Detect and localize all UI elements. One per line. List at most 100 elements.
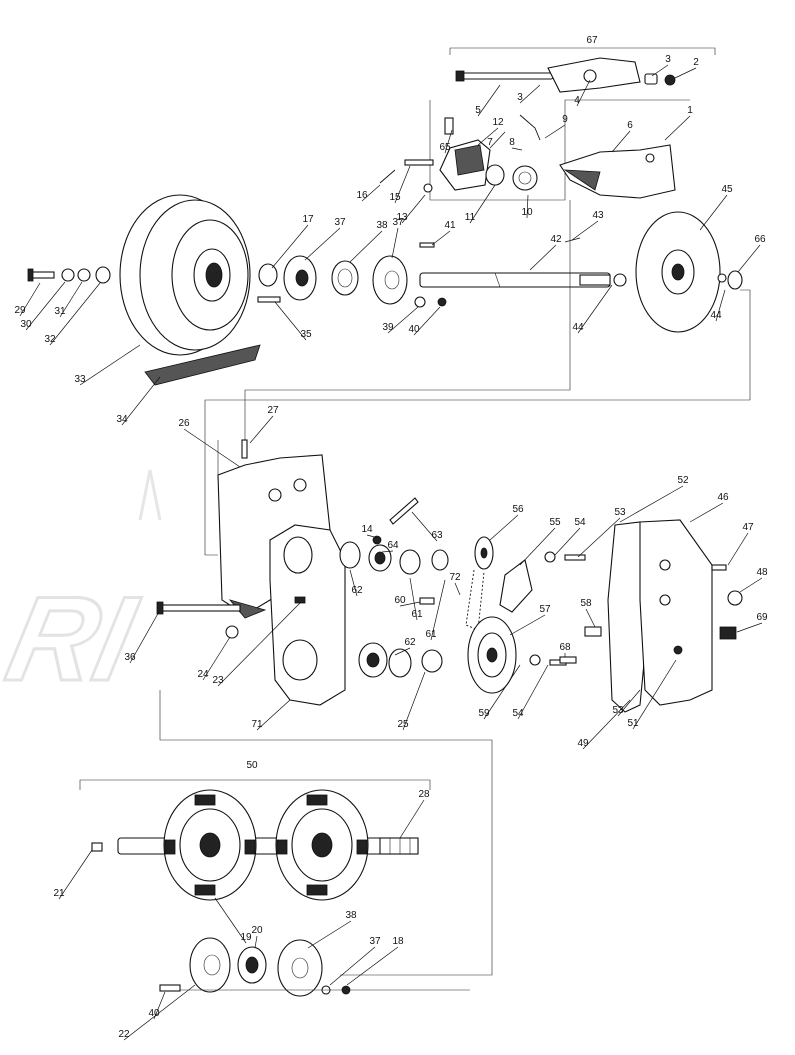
nut-14 [372,535,382,545]
brake-disc-45 [635,211,721,333]
callout-53: 53 [612,705,624,716]
flange-37c [189,937,231,993]
callout-58: 58 [580,598,592,609]
callout-leader [576,79,591,107]
callout-42: 42 [550,234,562,245]
callout-leader [274,301,307,341]
callout-64: 64 [387,540,399,551]
callout-47: 47 [742,522,754,533]
fitting-19 [91,842,103,852]
callout-leader [477,127,499,146]
callout-leader [582,699,631,750]
callout-65: 65 [439,142,451,153]
callout-45: 45 [721,184,733,195]
clutch-sheave-33 [119,194,251,356]
callout-leader [736,622,763,633]
callout-21: 21 [53,888,65,899]
callout-11: 11 [465,212,476,223]
callout-51: 51 [627,718,639,729]
callout-leader [249,415,274,444]
callout-30: 30 [20,319,32,330]
callout-16: 16 [356,190,368,201]
chaincase-25 [269,524,346,706]
bolt-63 [389,497,419,525]
callout-leader [674,67,697,79]
pin-15 [404,159,434,166]
bolt-53a [564,554,586,561]
callout-leader [430,579,446,641]
bolt-29 [27,268,55,282]
callout-leader [454,582,461,596]
bolt-5 [455,70,554,82]
callout-53: 53 [614,507,626,518]
callout-3: 3 [665,54,671,65]
callout-24: 24 [197,669,209,680]
callout-leader [509,614,546,636]
callout-leader [271,224,309,269]
callout-32: 32 [44,334,56,345]
callout-14: 14 [361,524,373,535]
callout-leader [544,124,566,139]
callout-34: 34 [116,414,128,425]
callout-leader [402,671,426,731]
callout-68: 68 [559,642,571,653]
callout-60: 60 [394,595,406,606]
callout-37: 37 [369,936,381,947]
callout-leader [153,991,166,1020]
callout-leader [349,569,358,597]
callout-leader [121,376,161,426]
spring-16 [379,169,396,184]
bearing-38 [331,260,359,296]
callout-leader [401,194,426,224]
key-41 [419,242,435,248]
callout-41: 41 [444,220,456,231]
callout-leader [25,281,66,331]
callout-leader [346,946,399,986]
callout-7: 7 [487,137,493,148]
callout-leader [202,636,231,681]
callout-19: 19 [240,932,252,943]
seal-61b [388,648,412,678]
callout-leader [411,511,438,542]
callout-37: 37 [392,217,404,228]
bolt-47 [711,564,727,571]
flange-37b [372,255,408,305]
callout-43: 43 [592,210,604,221]
gasket-48 [727,590,743,606]
callout-59: 59 [478,708,490,719]
bracket-4 [547,57,641,93]
bolt-35 [257,296,281,303]
callout-46: 46 [717,492,729,503]
belt-34 [144,344,261,386]
callout-leader [739,577,763,593]
callout-31: 31 [54,306,66,317]
sprocket-58 [467,616,517,694]
pin-68 [584,626,602,637]
callout-leader [59,281,83,318]
callout-leader [526,194,529,219]
bolt-24 [156,601,241,615]
callout-39: 39 [382,322,394,333]
callout-63: 63 [431,530,443,541]
sprocket-56 [474,536,494,570]
seal-62b [431,549,449,571]
callout-10: 10 [521,207,533,218]
callout-36: 36 [124,652,136,663]
callout-leader [519,527,556,566]
callout-leader [431,230,451,246]
callout-leader [79,344,141,386]
bushing-10 [512,165,538,191]
callout-leader [381,550,394,553]
drive-sprocket-20b [275,789,369,901]
callout-1: 1 [687,105,693,116]
callout-leader [366,534,379,539]
bearing-38b [237,946,267,984]
callout-55: 55 [549,517,561,528]
callout-leader [699,194,728,231]
callout-leader [577,517,621,558]
callout-leader [554,527,581,556]
drive-shaft-21 [117,837,419,855]
